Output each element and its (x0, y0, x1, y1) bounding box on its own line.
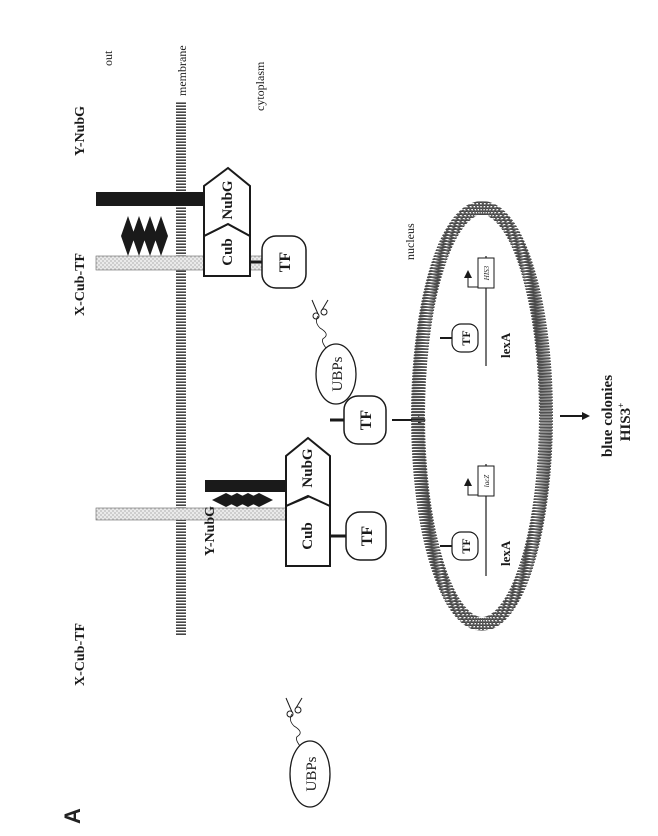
transcription-arrow (464, 478, 478, 496)
membrane-right (176, 102, 186, 372)
ubp-tether-left (290, 713, 301, 747)
interaction-diamonds-left (212, 493, 273, 507)
bait-label-right: X-Cub-TF (73, 253, 88, 316)
released-tf-box (343, 395, 387, 445)
tf-box-right (261, 235, 307, 289)
prey-label-left: Y-NubG (203, 506, 218, 556)
scissors-icon-right (311, 299, 329, 320)
ubp-ellipse-right (315, 343, 357, 405)
gene-label: HIS3 (483, 265, 491, 281)
region-label-membrane: membrane (175, 45, 189, 96)
nucleus-label: nucleus (403, 223, 417, 260)
transcription-arrow (464, 270, 478, 288)
operator-label: lexA (498, 540, 513, 566)
reporter-his3: TF HIS3 lexA (440, 256, 513, 366)
operator-label: lexA (498, 332, 513, 358)
tf-box-left (345, 511, 387, 561)
nucleus: nucleus TF lacZ lexA TF HIS3 (403, 201, 590, 631)
released-tf: TF (330, 395, 426, 445)
bait-transmembrane-left (95, 507, 287, 521)
reporter-lacz: TF lacZ lexA (440, 464, 513, 576)
ubp-tether-right (316, 315, 327, 349)
ubp-label-right: UBPs (330, 356, 346, 391)
prey-bar-right (96, 192, 204, 206)
scissors-icon-left (285, 697, 303, 718)
interaction-diamonds-right (121, 216, 168, 256)
tf-label-left: TF (359, 526, 376, 547)
tf-label-right: TF (277, 252, 294, 273)
released-tf-label: TF (358, 410, 375, 431)
nubg-label-left: NubG (300, 448, 316, 488)
tf-label: TF (459, 330, 473, 345)
left-panel: Cub NubG TF UBPs X-Cub-TF Y-NubG (73, 356, 387, 808)
nubg-label-right: NubG (220, 180, 236, 220)
cub-label-right: Cub (220, 238, 236, 266)
prey-bar-left (205, 480, 285, 492)
gene-box (477, 465, 495, 497)
region-label-out: out (101, 50, 115, 66)
region-label-cytoplasm: cytoplasm (253, 61, 267, 111)
gene-box (477, 257, 495, 289)
prey-label-right: Y-NubG (73, 106, 88, 156)
rotated-figure: A out membrane cytoplasm Cub Nub (60, 45, 634, 824)
outcome-line2: HIS3+ (616, 403, 634, 442)
tf-label: TF (459, 538, 473, 553)
ubp-ellipse-left (289, 740, 331, 808)
outcome-line1: blue colonies (600, 375, 616, 457)
nubg-domain-right (203, 166, 251, 238)
bait-label-left: X-Cub-TF (73, 623, 88, 686)
panel-label: A (60, 808, 85, 824)
cub-label-left: Cub (300, 522, 316, 550)
right-panel: Cub NubG TF UBPs X-Cub-TF Y-NubG (73, 102, 357, 405)
nucleus-envelope-stripes (412, 202, 552, 630)
ubp-label-left: UBPs (304, 756, 320, 791)
nubg-domain-left (285, 436, 331, 508)
membrane-left (176, 356, 186, 636)
gene-label: lacZ (483, 475, 491, 488)
